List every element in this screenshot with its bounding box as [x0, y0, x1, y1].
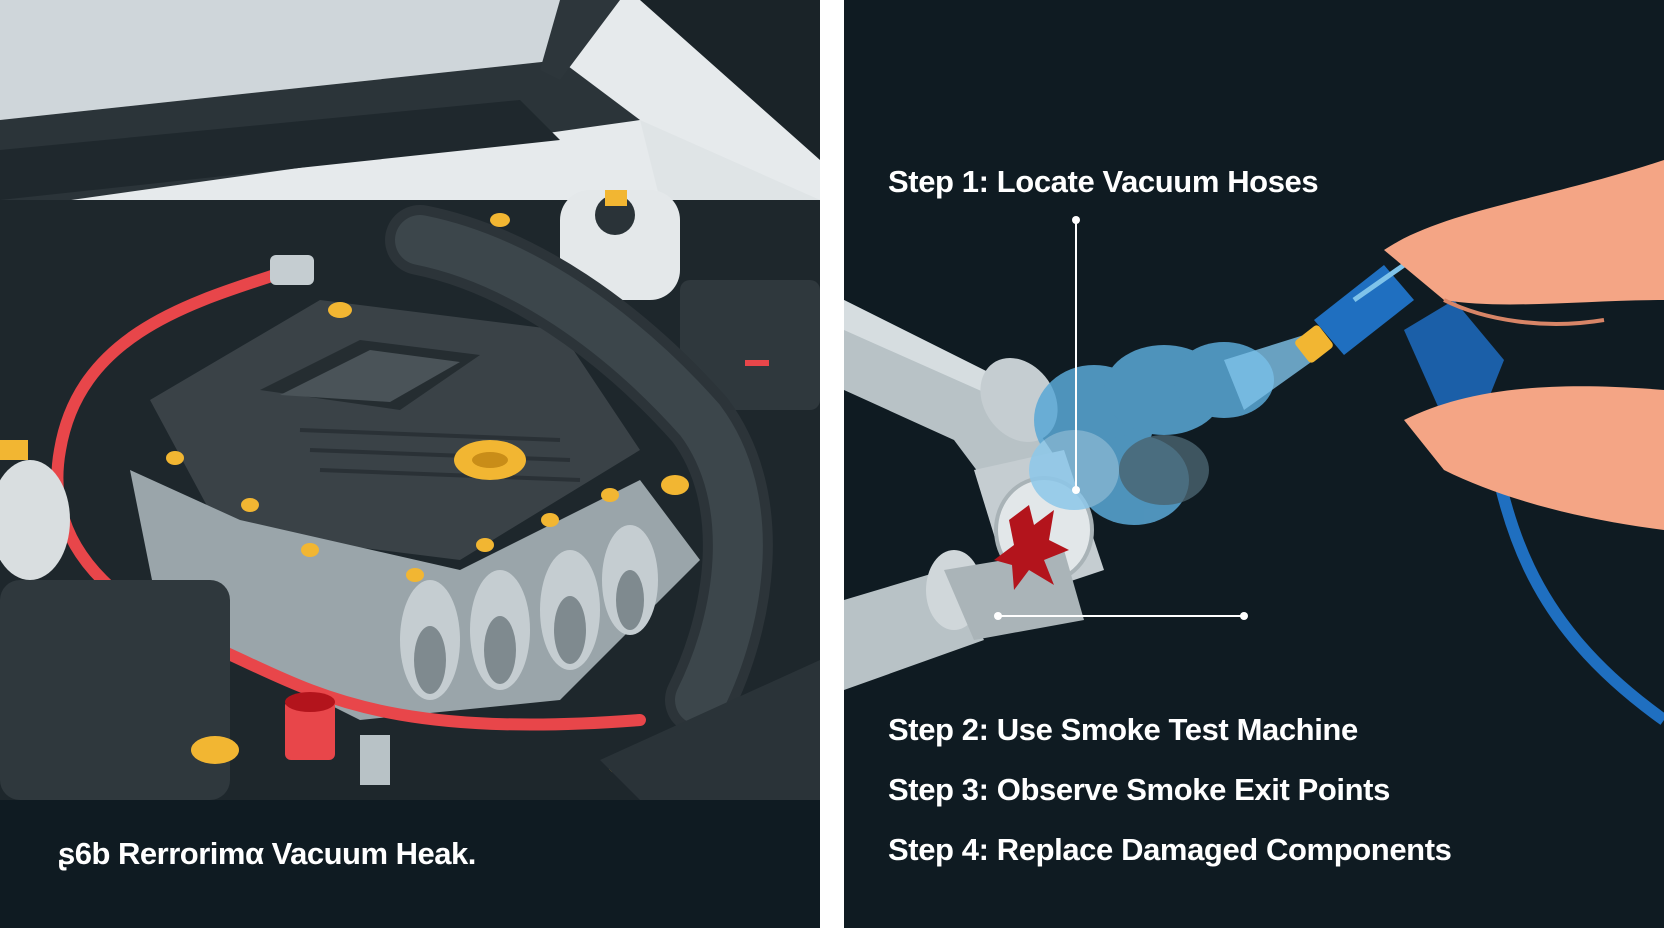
left-reservoir: [0, 460, 70, 580]
step-2-label: Step 2: Use Smoke Test Machine: [888, 712, 1358, 747]
panel-caption: ʂ6b Rerrorimα Vacuum Heak.: [58, 836, 476, 871]
hand-upper: [1384, 160, 1664, 305]
battery-box: [680, 280, 820, 410]
engine-bay-illustration: [0, 0, 820, 800]
left-component: [0, 580, 230, 800]
step-3-label: Step 3: Observe Smoke Exit Points: [888, 772, 1390, 807]
step-1-label: Step 1: Locate Vacuum Hoses: [888, 164, 1319, 199]
caption-bar: ʂ6b Rerrorimα Vacuum Heak.: [0, 800, 820, 928]
leak-crack: [994, 505, 1069, 590]
hood-prop-rod: [540, 0, 620, 80]
spray-cone: [1224, 335, 1314, 410]
engine-cover: [150, 300, 640, 560]
panel-divider: [820, 0, 844, 928]
red-cap: [285, 700, 335, 760]
step-4-label: Step 4: Replace Damaged Components: [888, 832, 1452, 867]
smoke-tool: [1314, 265, 1414, 355]
reservoir-cap: [605, 190, 627, 206]
hand-lower: [1404, 386, 1664, 530]
smoke-test-illustration: [844, 160, 1664, 725]
smoke-test-panel: Step 1: Locate Vacuum Hoses Step 2: Use …: [844, 0, 1664, 928]
engine-bay-panel: ʂ6b Rerrorimα Vacuum Heak.: [0, 0, 820, 928]
coolant-reservoir: [560, 190, 680, 300]
